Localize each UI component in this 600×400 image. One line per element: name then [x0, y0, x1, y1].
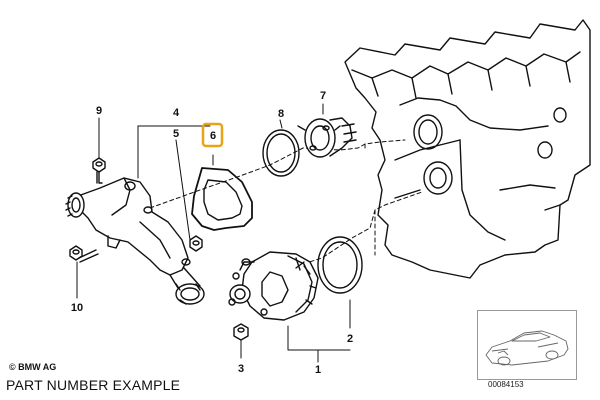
car-icon — [485, 330, 569, 366]
callout-3: 3 — [238, 363, 244, 375]
water-pump-1 — [228, 251, 319, 321]
copyright-text: © BMW AG — [9, 362, 57, 372]
callout-8: 8 — [278, 108, 284, 120]
bolt-10 — [69, 245, 99, 263]
callout-5: 5 — [173, 128, 179, 140]
thermostat-housing — [65, 177, 205, 305]
gasket-6 — [191, 167, 253, 231]
thermostat-7 — [297, 117, 357, 158]
callout-7: 7 — [320, 90, 326, 102]
reference-number: 00084153 — [488, 380, 524, 389]
engine-block — [344, 19, 591, 279]
callout-9: 9 — [96, 105, 102, 117]
callout-2: 2 — [347, 333, 353, 345]
highlight-frame — [201, 122, 224, 148]
leader-lines — [76, 103, 351, 363]
bolt-9 — [92, 157, 106, 184]
callout-10: 10 — [71, 302, 83, 314]
bolt-3 — [233, 323, 249, 341]
callout-4: 4 — [173, 107, 180, 119]
gasket-ring-2 — [317, 236, 363, 294]
callout-6: 6 — [210, 130, 216, 142]
gasket-ring-8 — [262, 129, 300, 177]
vehicle-thumbnail — [477, 310, 577, 380]
caption-text: PART NUMBER EXAMPLE — [6, 377, 181, 393]
sensor-5 — [189, 235, 203, 252]
callout-1: 1 — [315, 364, 321, 376]
